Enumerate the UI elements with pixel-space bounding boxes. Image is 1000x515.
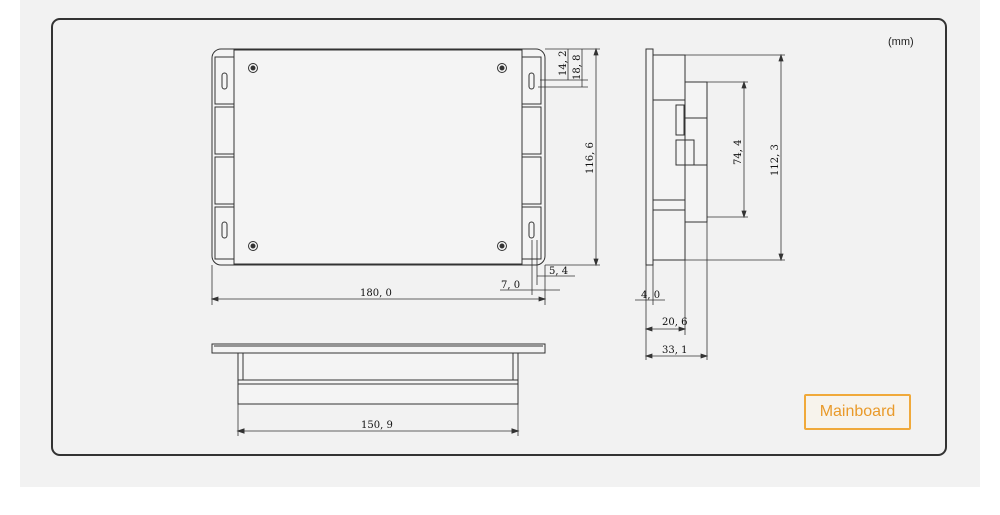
- dim-14-2: 14, 2: [558, 51, 569, 76]
- dim-74-4: 74, 4: [733, 140, 744, 165]
- front-view-outline: [211, 48, 546, 266]
- left-rail: [214, 56, 235, 260]
- dim-33-1: 33, 1: [662, 345, 687, 356]
- dim-18-8: 18, 8: [572, 55, 583, 80]
- dim-7-0: 7, 0: [501, 280, 520, 291]
- dim-116-6: 116, 6: [585, 142, 596, 174]
- dim-180-0: 180, 0: [360, 288, 392, 299]
- side-dim-lines: [635, 53, 785, 360]
- front-dim-lines: [210, 47, 600, 305]
- mainboard-tag[interactable]: Mainboard: [804, 394, 911, 430]
- mounting-slots: [221, 72, 535, 239]
- bottom-view: [211, 343, 546, 436]
- screw-icons: [248, 63, 507, 251]
- dim-112-3: 112, 3: [770, 144, 781, 176]
- dim-20-6: 20, 6: [662, 317, 687, 328]
- dim-4-0: 4, 0: [641, 290, 660, 301]
- right-rail: [521, 56, 542, 260]
- dim-5-4: 5, 4: [549, 266, 568, 277]
- side-view: [645, 48, 708, 266]
- dim-150-9: 150, 9: [361, 420, 393, 431]
- units-label: (mm): [888, 36, 914, 48]
